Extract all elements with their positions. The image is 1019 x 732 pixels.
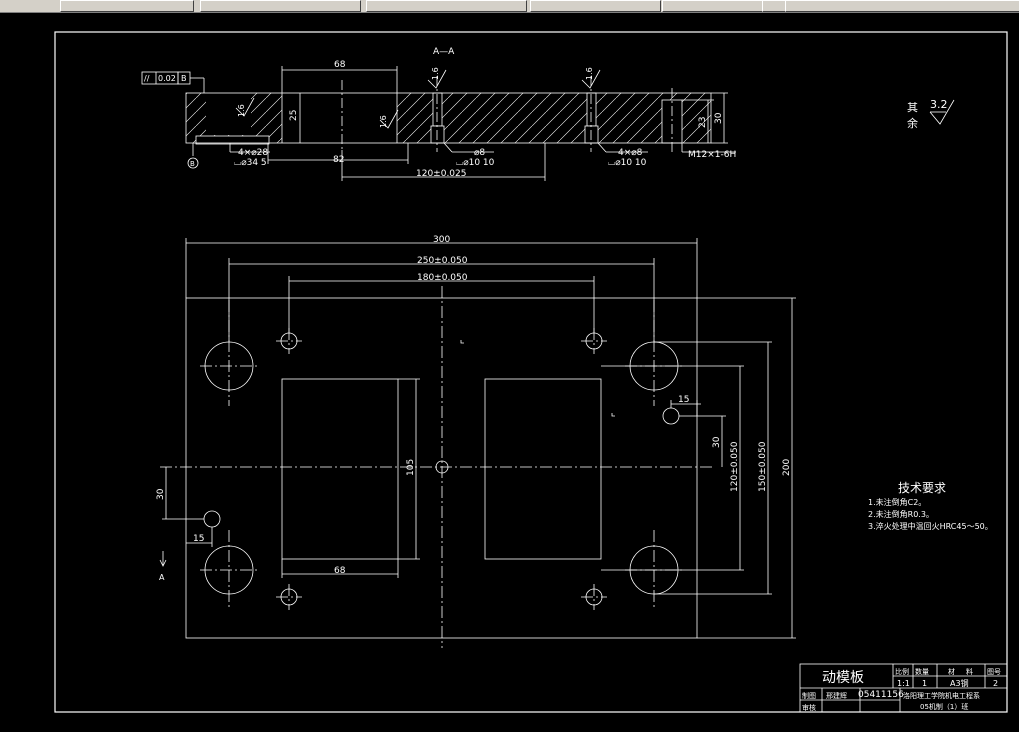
hole-thread-r [662,407,680,425]
taskbar [0,0,1019,13]
dim-105: 105 [406,459,416,476]
dim-30-left: 30 [156,488,166,500]
part-name: 动模板 [822,670,864,686]
tech-item-3: 3.淬火处理中温回火HRC45～50。 [868,521,993,531]
section-label: A—A [433,47,455,57]
title-block [799,663,1008,713]
tolerance-value: 0.02 [158,74,176,83]
dim-180: 180±0.050 [417,273,468,283]
taskbar-button-6[interactable] [762,0,786,12]
taskbar-button-3[interactable] [366,0,527,12]
dim-200: 200 [782,459,792,476]
dim-120-section: 120±0.025 [416,169,466,179]
tech-requirements: 技术要求 1.未注倒角C2。 2.未注倒角R0.3。 3.淬火处理中温回火HRC… [868,481,993,531]
section-step-left [206,93,251,135]
tb-header-qty: 数量 [915,667,929,676]
tech-item-2: 2.未注倒角R0.3。 [868,509,934,519]
cavity-left [281,378,399,560]
tb-qty: 1 [922,679,927,688]
tb-scale: 1:1 [897,679,910,688]
tech-title: 技术要求 [898,481,946,495]
dim-250: 250±0.050 [417,256,468,266]
dim-15-left: 15 [193,534,204,544]
section-hole-8 [432,92,443,127]
taskbar-button-2[interactable] [200,0,361,12]
rough-16-d: 1.6 [379,115,388,128]
dim-30-section: 30 [714,112,724,124]
plan-view [159,238,796,648]
note-cb10b: ⌴⌀10 10 [608,158,647,168]
note-hole8: ⌀8 [474,148,485,158]
note-cb10a: ⌴⌀10 10 [456,158,495,168]
title-block-text: 动模板 比例 数量 材 料 图号 1:1 1 A3钢 2 制图 邢建辉 0541… [802,667,1001,712]
tb-drawn-id: 05411156 [858,690,904,700]
rough-16-a: 1.6 [431,67,440,80]
dim-23: 23 [698,117,708,128]
tech-item-1: 1.未注倒角C2。 [868,497,926,507]
plate-outline [185,297,698,639]
rough-16-b: 1.6 [585,67,594,80]
section-outline [185,92,712,144]
taskbar-button-5[interactable] [662,0,763,12]
tb-header-material-b: 料 [966,667,973,676]
note-cb34: ⌴⌀34 5 [234,158,267,168]
roughness-prefix-2: 余 [907,116,918,130]
tb-class: 05机制（1）班 [920,702,968,711]
dim-300: 300 [433,235,450,245]
taskbar-button-1[interactable] [60,0,194,12]
note-4x28: 4×⌀28 [238,148,268,158]
section-hole-right [586,92,597,127]
tolerance-symbol: // [144,74,150,83]
roughness-prefix-1: 其 [907,101,918,114]
plan-labels: 300 250±0.050 180±0.050 200 150±0.050 12… [156,235,792,582]
section-counterbore-left [195,135,270,145]
dim-120: 120±0.050 [730,441,740,492]
tb-drawn-name: 邢建辉 [826,691,847,700]
tb-header-material-a: 材 [948,667,955,676]
note-4x8: 4×⌀8 [618,148,643,158]
cavity-right [484,378,602,560]
tb-no: 2 [993,679,998,688]
dim-15-right: 15 [678,395,689,405]
outer-border [54,31,1008,713]
section-view [141,66,736,181]
tb-drawn-label: 制图 [802,691,816,700]
dim-82: 82 [333,155,344,165]
tolerance-datum: B [181,74,187,83]
tb-header-scale: 比例 [895,667,909,676]
roughness-value: 3.2 [930,98,948,111]
dim-25: 25 [289,110,299,121]
section-arrow-label: A [159,573,165,582]
section-hatch [186,93,711,143]
dim-150: 150±0.050 [758,441,768,492]
section-hole-right-cb [584,125,599,144]
note-thread: M12×1-6H [688,150,736,160]
dim-30-right: 30 [712,436,722,448]
section-hole-8-cb [430,125,445,144]
taskbar-button-4[interactable] [530,0,661,12]
hole-thread-l [203,510,221,528]
rough-16-c: 1.6 [237,104,246,117]
datum-label: B [190,160,195,168]
drawing-canvas[interactable]: A—A // 0.02 B B 68 82 120±0.025 25 23 30… [0,12,1019,732]
section-cavity [282,93,397,143]
dim-68-plan: 68 [334,566,346,576]
dim-68-section: 68 [334,60,346,70]
tb-school: 洛阳理工学院机电工程系 [903,691,980,700]
tb-material: A3钢 [950,678,969,688]
taskbar-button-7[interactable] [785,0,1019,12]
roughness-symbol [929,99,955,125]
tb-header-no: 图号 [987,668,1001,676]
section-labels: A—A // 0.02 B B 68 82 120±0.025 25 23 30… [144,47,736,179]
tb-review-label: 审核 [802,703,816,712]
roughness-note: 其 余 3.2 [907,98,955,130]
